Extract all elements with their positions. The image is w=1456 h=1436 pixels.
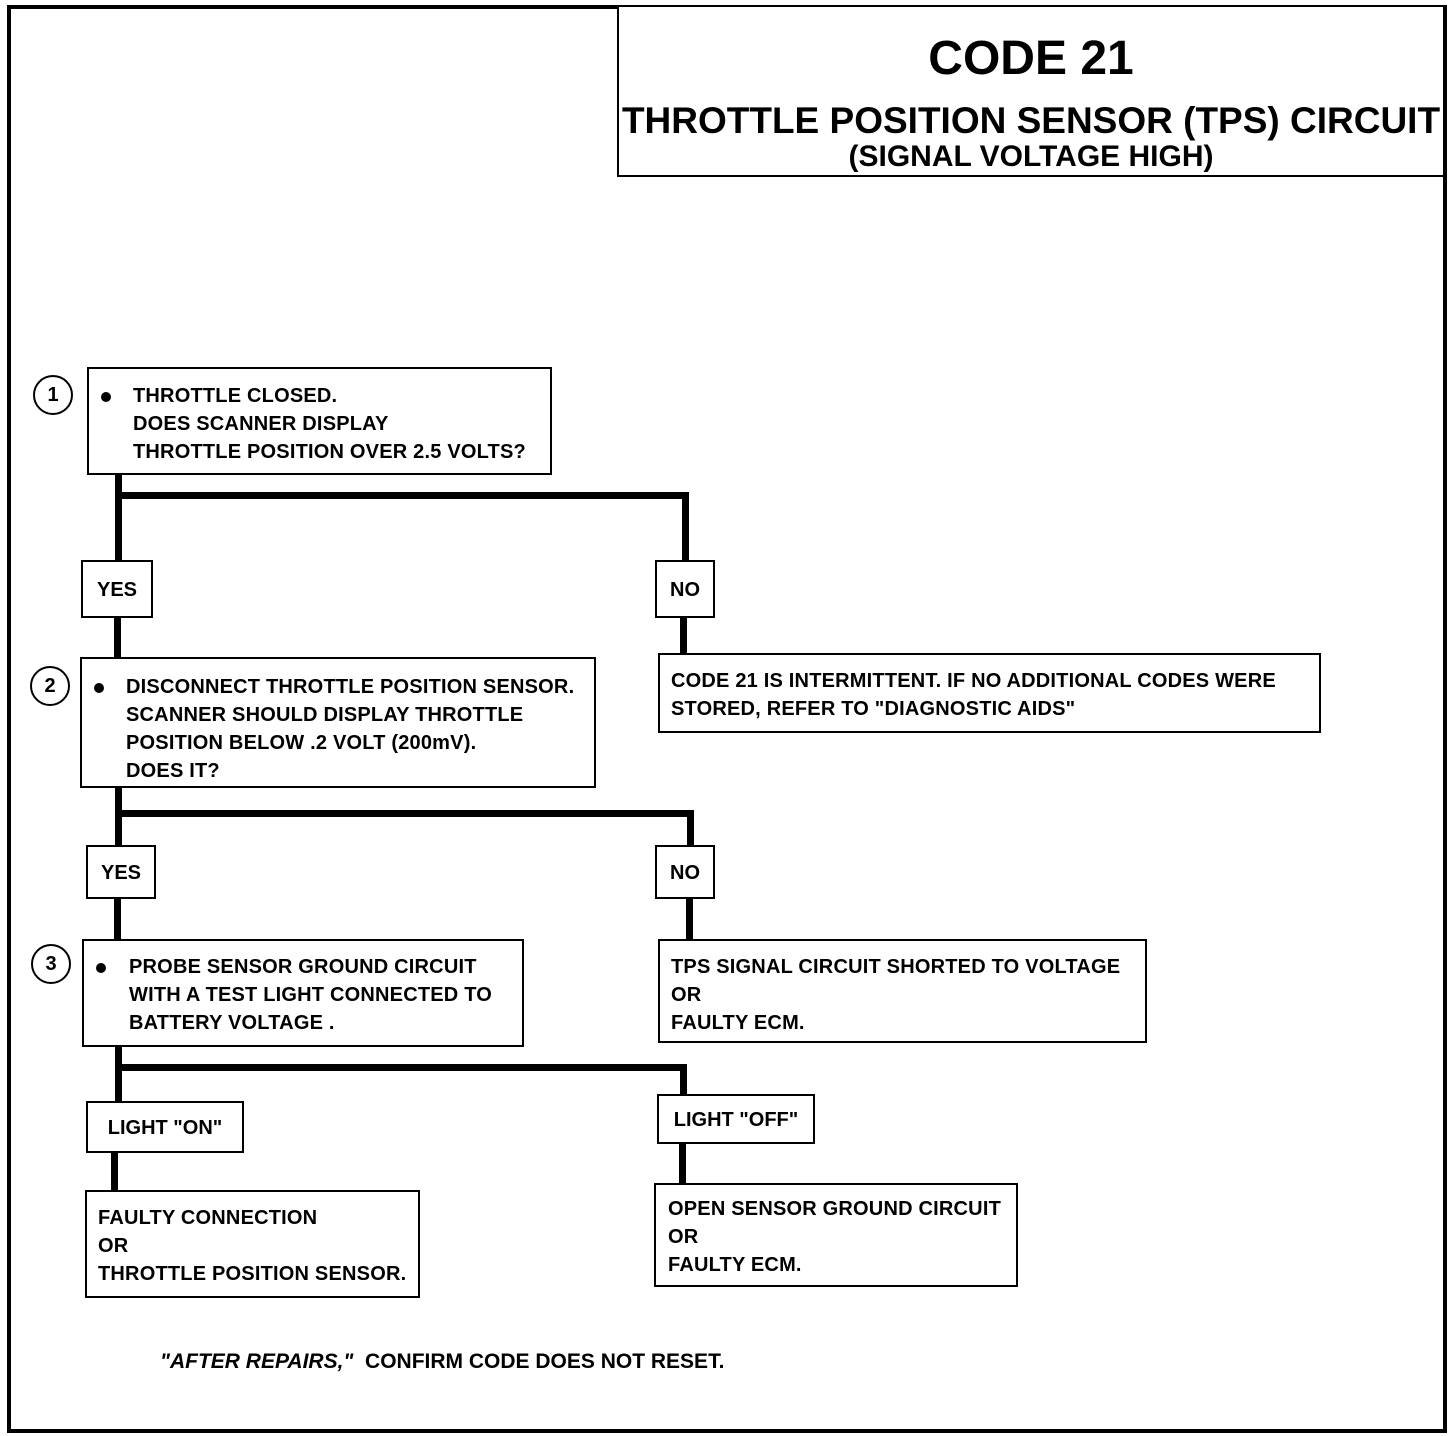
after-repairs-note: "AFTER REPAIRS," CONFIRM CODE DOES NOT R… xyxy=(160,1350,724,1374)
connector-yes1-to-step2 xyxy=(114,616,121,660)
light-on-label: LIGHT "ON" xyxy=(86,1101,244,1153)
connector-2-horizontal xyxy=(115,810,694,817)
title-line-2: (SIGNAL VOLTAGE HIGH) xyxy=(848,140,1214,173)
result-line: TPS SIGNAL CIRCUIT SHORTED TO VOLTAGE xyxy=(671,956,1121,978)
step-2-number: 2 xyxy=(30,666,70,706)
connector-no2-to-result xyxy=(686,899,693,941)
no-label-2: NO xyxy=(655,845,715,899)
result-intermittent-box: CODE 21 IS INTERMITTENT. IF NO ADDITIONA… xyxy=(658,653,1321,733)
step-3-line: WITH A TEST LIGHT CONNECTED TO xyxy=(129,984,493,1006)
result-line: OR xyxy=(671,984,702,1006)
result-line: OR xyxy=(98,1235,129,1257)
step-1-line: DOES SCANNER DISPLAY xyxy=(133,413,389,435)
bullet-icon xyxy=(96,963,106,973)
after-repairs-label: "AFTER REPAIRS," xyxy=(160,1350,354,1373)
step-2-line: SCANNER SHOULD DISPLAY THROTTLE xyxy=(126,704,524,726)
step-2-line: DOES IT? xyxy=(126,760,220,782)
light-off-label: LIGHT "OFF" xyxy=(657,1094,815,1144)
step-2-line: POSITION BELOW .2 VOLT (200mV). xyxy=(126,732,477,754)
result-line: STORED, REFER TO "DIAGNOSTIC AIDS" xyxy=(671,698,1076,720)
result-line: THROTTLE POSITION SENSOR. xyxy=(98,1263,407,1285)
connector-1-horizontal xyxy=(115,492,689,499)
result-line: FAULTY CONNECTION xyxy=(98,1207,318,1229)
step-3-line: BATTERY VOLTAGE . xyxy=(129,1012,335,1034)
connector-off-to-result xyxy=(679,1141,686,1185)
result-line: OR xyxy=(668,1226,699,1248)
title-box: CODE 21 THROTTLE POSITION SENSOR (TPS) C… xyxy=(617,5,1445,177)
bullet-icon xyxy=(94,683,104,693)
connector-no1-to-result xyxy=(680,616,687,656)
result-line: FAULTY ECM. xyxy=(668,1254,802,1276)
result-faulty-connection-box: FAULTY CONNECTION OR THROTTLE POSITION S… xyxy=(85,1190,420,1298)
no-label-1: NO xyxy=(655,560,715,618)
yes-label-1: YES xyxy=(81,560,153,618)
step-2-box: DISCONNECT THROTTLE POSITION SENSOR. SCA… xyxy=(80,657,596,788)
step-1-number: 1 xyxy=(33,375,73,415)
code-title: CODE 21 xyxy=(928,32,1134,85)
connector-3-off-down xyxy=(680,1064,687,1096)
connector-2-no-down xyxy=(687,810,694,846)
step-1-line: THROTTLE CLOSED. xyxy=(133,385,338,407)
step-3-line: PROBE SENSOR GROUND CIRCUIT xyxy=(129,956,477,978)
connector-1-down xyxy=(115,474,122,562)
result-line: OPEN SENSOR GROUND CIRCUIT xyxy=(668,1198,1002,1220)
step-2-line: DISCONNECT THROTTLE POSITION SENSOR. xyxy=(126,676,575,698)
connector-3-horizontal xyxy=(115,1064,687,1071)
step-1-box: THROTTLE CLOSED. DOES SCANNER DISPLAY TH… xyxy=(87,367,552,475)
result-line: CODE 21 IS INTERMITTENT. IF NO ADDITIONA… xyxy=(671,670,1276,692)
yes-label-2: YES xyxy=(86,845,156,899)
bullet-icon xyxy=(101,392,111,402)
result-tps-shorted-box: TPS SIGNAL CIRCUIT SHORTED TO VOLTAGE OR… xyxy=(658,939,1147,1043)
connector-yes2-to-step3 xyxy=(114,896,121,941)
connector-3-down xyxy=(115,1045,122,1103)
after-repairs-text: CONFIRM CODE DOES NOT RESET. xyxy=(353,1350,725,1373)
connector-on-to-result xyxy=(111,1151,118,1193)
result-open-ground-box: OPEN SENSOR GROUND CIRCUIT OR FAULTY ECM… xyxy=(654,1183,1018,1287)
connector-2-down xyxy=(115,787,122,847)
result-line: FAULTY ECM. xyxy=(671,1012,805,1034)
connector-1-no-down xyxy=(682,492,689,562)
step-3-number: 3 xyxy=(31,944,71,984)
title-line-1: THROTTLE POSITION SENSOR (TPS) CIRCUIT xyxy=(621,100,1441,141)
step-3-box: PROBE SENSOR GROUND CIRCUIT WITH A TEST … xyxy=(82,939,524,1047)
step-1-line: THROTTLE POSITION OVER 2.5 VOLTS? xyxy=(133,441,526,463)
